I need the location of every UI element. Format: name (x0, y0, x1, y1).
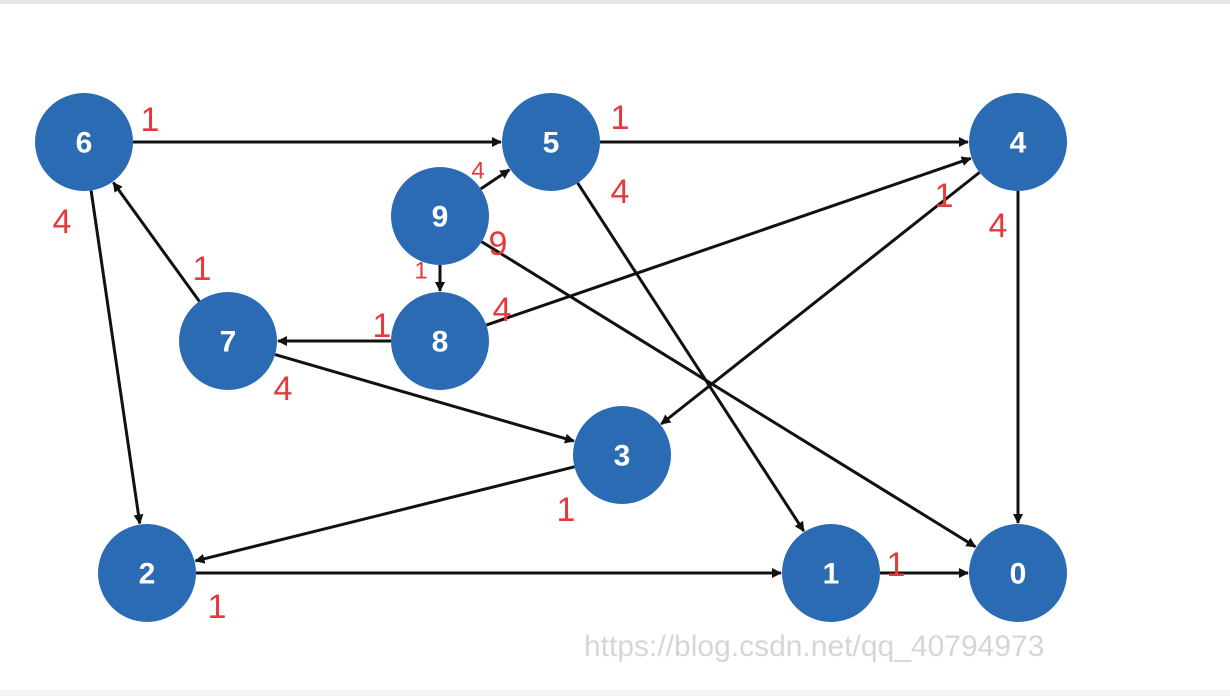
edge-weight-1-to-0: 1 (887, 546, 906, 584)
edge-3-to-2 (194, 465, 575, 564)
edge-weight-9-to-5: 4 (471, 158, 484, 185)
edge-weight-9-to-0: 9 (489, 225, 508, 263)
node-4: 4 (969, 93, 1067, 191)
edge-weight-7-to-3: 4 (274, 370, 293, 408)
node-5: 5 (502, 93, 600, 191)
watermark-text: https://blog.csdn.net/qq_40794973 (584, 630, 1045, 663)
node-6: 6 (35, 93, 133, 191)
node-label-0: 0 (1010, 558, 1027, 591)
node-label-5: 5 (543, 127, 560, 160)
edge-weight-3-to-2: 1 (557, 491, 576, 529)
bottom-border (0, 690, 1230, 696)
edge-7-to-6 (112, 181, 201, 303)
edge-9-to-5 (479, 168, 511, 191)
node-circle-1 (782, 524, 880, 622)
node-circle-6 (35, 93, 133, 191)
edge-weight-4-to-3: 1 (935, 177, 954, 215)
edge-7-to-3 (274, 353, 575, 444)
node-9: 9 (391, 167, 489, 265)
edge-weight-9-to-8: 1 (414, 258, 427, 285)
node-circle-3 (573, 406, 671, 504)
edge-weight-5-to-4: 1 (611, 99, 630, 137)
edge-weight-8-to-7: 1 (373, 307, 392, 345)
top-border (0, 0, 1230, 4)
node-label-3: 3 (614, 440, 631, 473)
node-0: 0 (969, 524, 1067, 622)
edge-weight-7-to-6: 1 (193, 250, 212, 288)
edge-weight-8-to-4: 4 (493, 291, 512, 329)
node-circle-8 (391, 292, 489, 390)
node-1: 1 (782, 524, 880, 622)
node-7: 7 (179, 292, 277, 390)
node-circle-5 (502, 93, 600, 191)
node-label-7: 7 (220, 326, 237, 359)
node-2: 2 (98, 524, 196, 622)
node-circle-0 (969, 524, 1067, 622)
edge-weight-5-to-1: 4 (611, 173, 630, 211)
edge-4-to-3 (660, 171, 981, 426)
edge-5-to-1 (576, 182, 806, 532)
node-label-9: 9 (432, 201, 449, 234)
node-label-1: 1 (823, 558, 840, 591)
node-label-4: 4 (1010, 127, 1027, 160)
node-circle-2 (98, 524, 196, 622)
node-circle-9 (391, 167, 489, 265)
node-label-6: 6 (76, 127, 93, 160)
edge-weight-6-to-5: 1 (141, 101, 160, 139)
node-3: 3 (573, 406, 671, 504)
node-circle-7 (179, 292, 277, 390)
edge-weight-6-to-2: 4 (53, 203, 72, 241)
edges-layer (89, 137, 1023, 578)
node-label-8: 8 (432, 326, 449, 359)
edge-9-to-0 (480, 240, 977, 549)
edge-weight-2-to-1: 1 (208, 588, 227, 626)
edge-weight-4-to-0: 4 (989, 207, 1008, 245)
edge-8-to-4 (485, 156, 972, 327)
edge-6-to-2 (89, 190, 144, 525)
node-8: 8 (391, 292, 489, 390)
node-label-2: 2 (139, 558, 156, 591)
node-circle-4 (969, 93, 1067, 191)
